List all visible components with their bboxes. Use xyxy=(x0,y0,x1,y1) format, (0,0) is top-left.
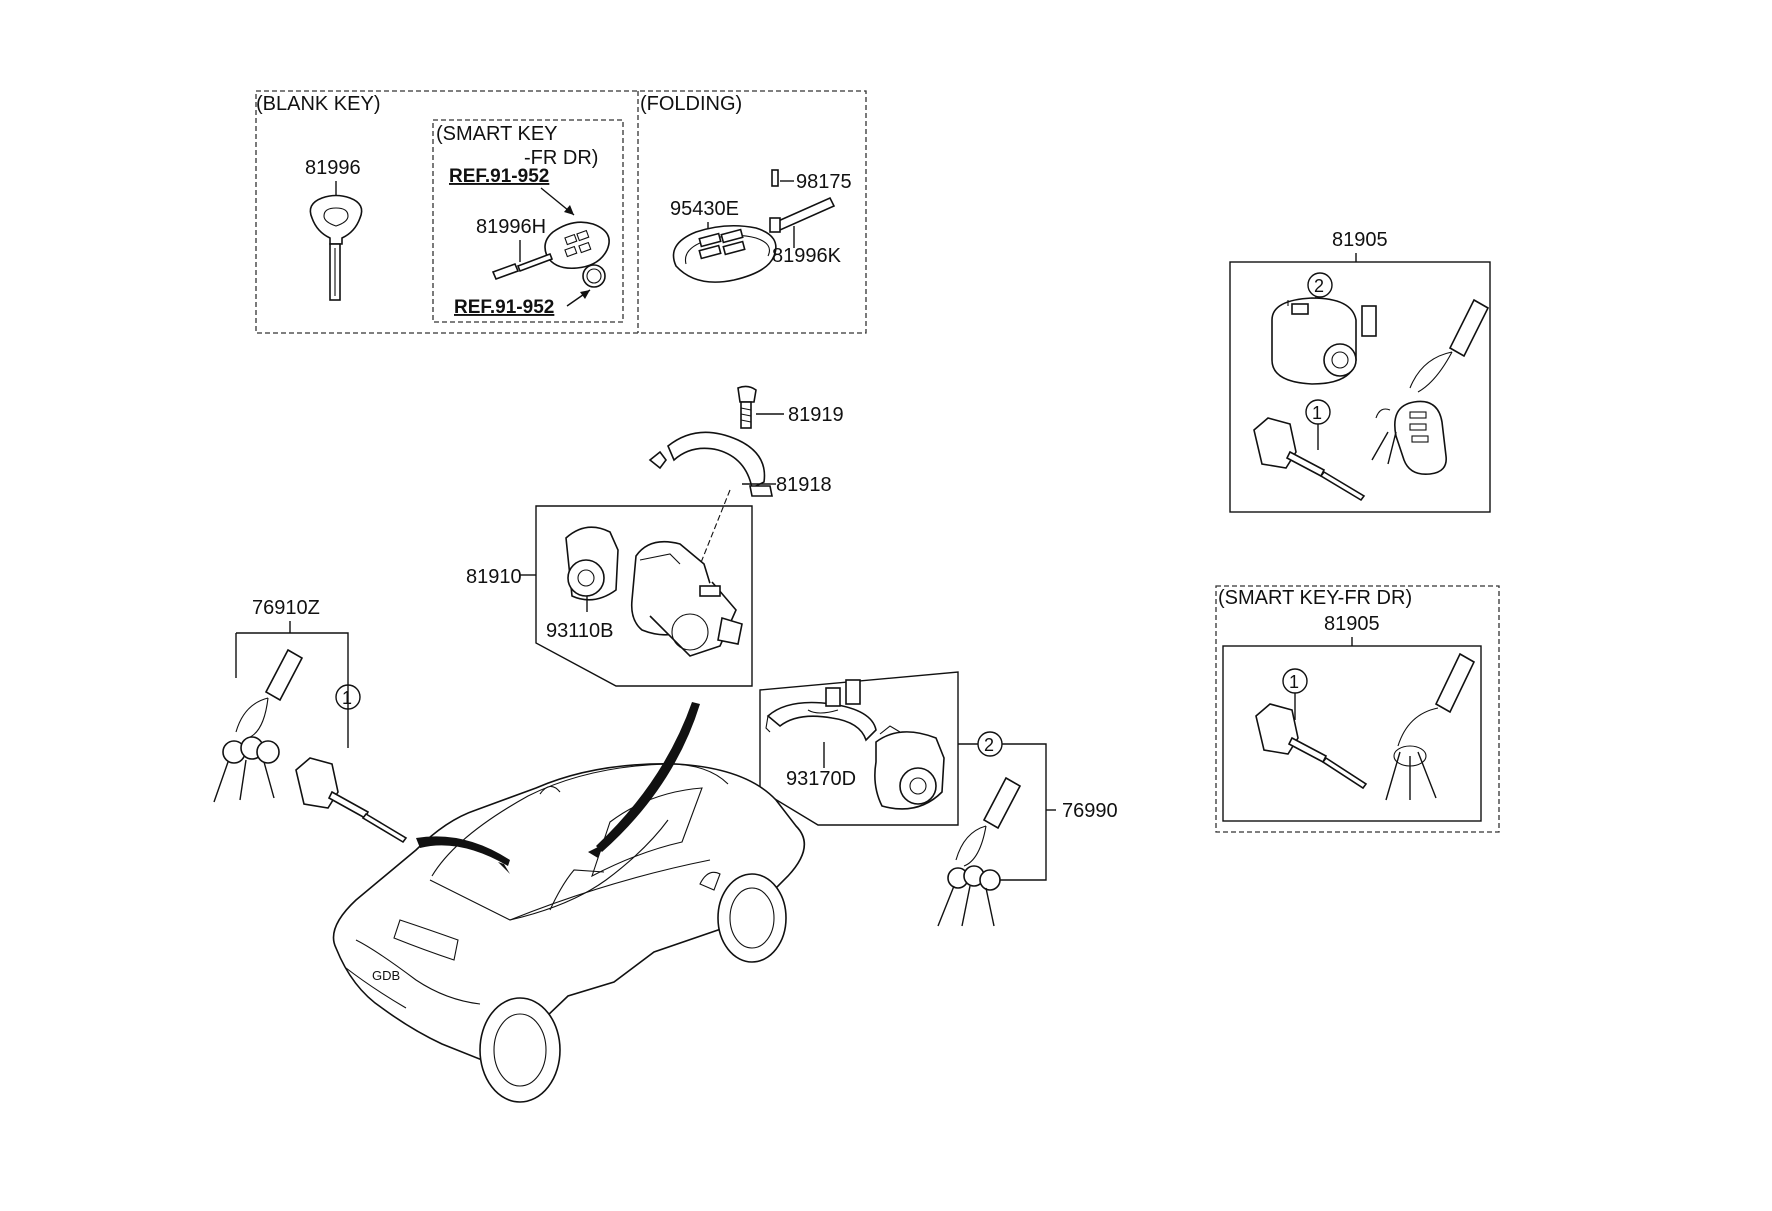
svg-text:1: 1 xyxy=(1312,403,1322,423)
key-set-76910z-icon xyxy=(213,648,304,803)
ref-91-952-top: REF.91-952 xyxy=(449,166,549,187)
key-set-76990-icon xyxy=(937,776,1022,927)
arrow-to-rear-door xyxy=(416,836,510,874)
door-lock-cylinder-bottom-icon xyxy=(1255,703,1368,790)
81910-assembly-box xyxy=(535,505,753,687)
key-blade-81996k-icon xyxy=(769,196,836,233)
ref-91-952-bottom: REF.91-952 xyxy=(454,297,554,318)
callout-1-76910z: 1 xyxy=(335,684,361,710)
folding-label: (FOLDING) xyxy=(640,93,742,115)
smart-key-fob-icon xyxy=(544,221,610,270)
car-illustration: GDB xyxy=(332,763,806,1103)
blank-key-icon xyxy=(309,194,363,301)
svg-text:1: 1 xyxy=(1289,672,1299,692)
smart-key-label-line2: -FR DR) xyxy=(524,147,598,169)
pin-icon xyxy=(771,169,779,187)
ignition-cylinder-93170d-icon xyxy=(874,725,945,810)
part-81918-label: 81918 xyxy=(776,474,832,496)
key-group-box xyxy=(255,90,867,334)
81905-box-top xyxy=(1229,261,1491,513)
part-81919-label: 81919 xyxy=(788,404,844,426)
door-lock-cylinder-76910z-icon xyxy=(295,757,408,844)
bracket-81918-icon xyxy=(648,431,773,497)
immobilizer-antenna-93170d-icon xyxy=(765,679,877,742)
arrow-to-steering-column xyxy=(588,702,700,858)
81905-box-bottom xyxy=(1222,645,1482,822)
coin-battery-icon xyxy=(582,264,606,288)
smart-key-fob-top-icon xyxy=(1371,298,1490,476)
part-93170d-label: 93170D xyxy=(786,768,856,790)
part-76910z-label: 76910Z xyxy=(252,597,320,619)
emergency-key-blade-icon xyxy=(491,252,554,281)
svg-text:2: 2 xyxy=(984,735,994,755)
93170d-assembly-box xyxy=(759,671,959,826)
part-81905-bottom-label: 81905 xyxy=(1324,613,1380,635)
part-81905-top-label: 81905 xyxy=(1332,229,1388,251)
part-81996k-label: 81996K xyxy=(772,245,842,267)
callout-2-76990: 2 xyxy=(977,731,1003,757)
part-81910-label: 81910 xyxy=(466,566,522,588)
steering-lock-body-icon xyxy=(630,540,743,657)
car-badge: GDB xyxy=(372,968,400,983)
part-98175-label: 98175 xyxy=(796,171,852,193)
folding-key-fob-icon xyxy=(672,224,777,283)
callout-1-top: 1 xyxy=(1305,399,1331,450)
smart-key-label-line1: (SMART KEY xyxy=(436,123,558,145)
part-76990-label: 76990 xyxy=(1062,800,1118,822)
key-ring-bottom-icon xyxy=(1385,652,1476,801)
door-lock-cylinder-top-icon xyxy=(1253,417,1366,502)
callout-1-bottom: 1 xyxy=(1282,668,1308,720)
smart-key-fr-dr-label: (SMART KEY-FR DR) xyxy=(1218,587,1412,609)
part-81996h-label: 81996H xyxy=(476,216,546,238)
part-81996-label: 81996 xyxy=(305,157,361,179)
bolt-81919-icon xyxy=(737,385,757,429)
part-95430e-label: 95430E xyxy=(670,198,739,220)
key-cylinder-93110b-icon xyxy=(565,526,619,601)
svg-text:1: 1 xyxy=(342,688,352,708)
svg-text:2: 2 xyxy=(1314,276,1324,296)
part-93110b-label: 93110B xyxy=(546,620,613,642)
blank-key-label: (BLANK KEY) xyxy=(256,93,380,115)
ignition-cylinder-top-icon xyxy=(1271,297,1377,385)
